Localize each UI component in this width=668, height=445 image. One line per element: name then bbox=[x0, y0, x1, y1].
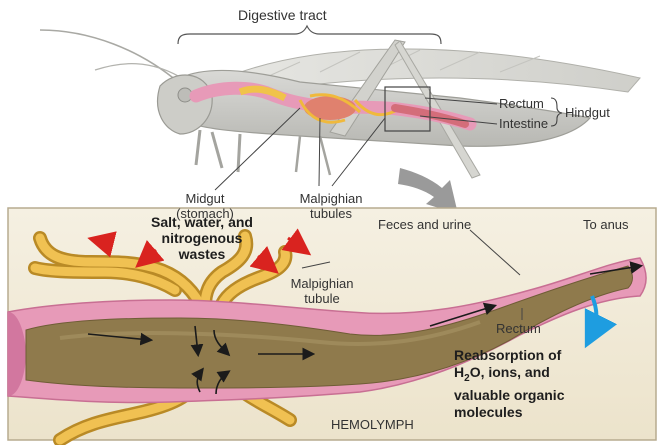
reabsorption-line2: H2O, ions, and bbox=[454, 364, 564, 387]
malpighian-tubules-label-line1: Malpighian bbox=[286, 191, 376, 206]
digestive-tract-label: Digestive tract bbox=[238, 8, 327, 23]
rectum-bottom-label: Rectum bbox=[496, 321, 541, 336]
malpighian-tubule-label: Malpighian tubule bbox=[282, 276, 362, 306]
front-legs bbox=[196, 130, 240, 172]
reabsorption-label: Reabsorption of H2O, ions, and valuable … bbox=[454, 347, 564, 421]
antenna bbox=[40, 30, 178, 82]
rectum-label: Rectum bbox=[499, 96, 544, 111]
hindgut-label: Hindgut bbox=[565, 105, 610, 120]
malpighian-tubule-label-line2: tubule bbox=[282, 291, 362, 306]
reabsorption-line1: Reabsorption of bbox=[454, 347, 564, 364]
reabsorption-line3: valuable organic bbox=[454, 387, 564, 404]
reabsorption-line2-pre: H bbox=[454, 364, 464, 380]
salt-water-wastes-line1: Salt, water, and bbox=[112, 214, 292, 230]
zoom-arrow bbox=[398, 168, 458, 214]
salt-water-wastes-line3: wastes bbox=[112, 246, 292, 262]
hemolymph-label: HEMOLYMPH bbox=[331, 417, 414, 432]
malpighian-tubule-label-line1: Malpighian bbox=[282, 276, 362, 291]
mid-legs bbox=[296, 136, 330, 175]
feces-and-urine-label: Feces and urine bbox=[378, 217, 471, 232]
reabsorption-line2-post: O, ions, and bbox=[470, 364, 550, 380]
reabsorption-line4: molecules bbox=[454, 404, 564, 421]
malpighian-tubules-label-line2: tubules bbox=[286, 206, 376, 221]
salt-water-wastes-label: Salt, water, and nitrogenous wastes bbox=[112, 214, 292, 262]
malpighian-tubules-label: Malpighian tubules bbox=[286, 191, 376, 221]
intestine-label: Intestine bbox=[499, 116, 548, 131]
grasshopper-illustration bbox=[40, 30, 640, 178]
midgut-label-line1: Midgut bbox=[170, 191, 240, 206]
to-anus-label: To anus bbox=[583, 217, 629, 232]
salt-water-wastes-line2: nitrogenous bbox=[112, 230, 292, 246]
